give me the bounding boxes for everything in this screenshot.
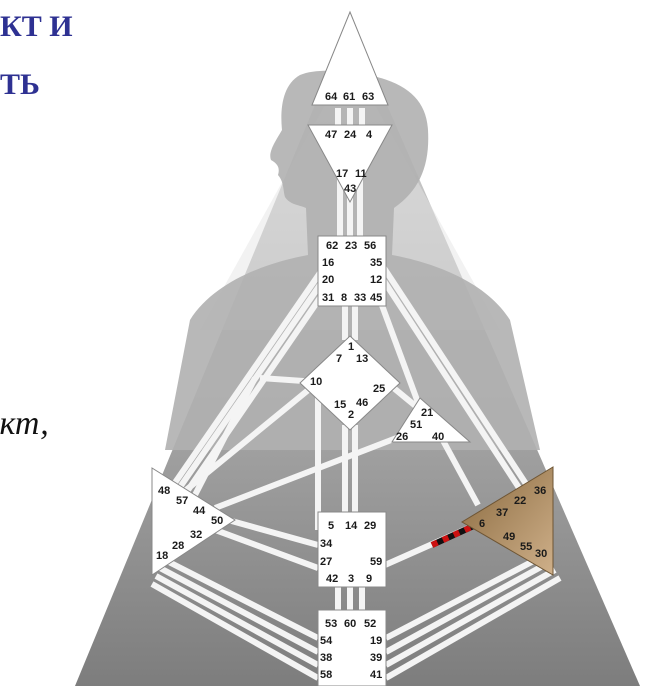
gate-24: 24 <box>344 129 357 141</box>
gate-40: 40 <box>432 431 444 443</box>
head-center <box>311 10 389 106</box>
gate-25: 25 <box>373 383 385 395</box>
gate-41: 41 <box>370 669 382 681</box>
ajna-center <box>307 124 393 204</box>
gate-4: 4 <box>366 129 373 141</box>
gate-31: 31 <box>322 292 334 304</box>
gate-39: 39 <box>370 652 382 664</box>
gate-16: 16 <box>322 257 334 269</box>
gate-43: 43 <box>344 183 356 195</box>
gate-50: 50 <box>211 515 223 527</box>
spleen-center <box>151 467 236 576</box>
gate-55: 55 <box>520 541 532 553</box>
gate-60: 60 <box>344 618 356 630</box>
gate-8: 8 <box>341 292 347 304</box>
gate-36: 36 <box>534 485 546 497</box>
gate-3: 3 <box>348 573 354 585</box>
gate-19: 19 <box>370 635 382 647</box>
gate-20: 20 <box>322 274 334 286</box>
gate-1: 1 <box>348 341 354 353</box>
gate-46: 46 <box>356 397 368 409</box>
gate-26: 26 <box>396 431 408 443</box>
gate-32: 32 <box>190 529 202 541</box>
gate-52: 52 <box>364 618 376 630</box>
slide-text-line-3: ікт, <box>0 405 49 442</box>
gate-30: 30 <box>535 548 547 560</box>
g-center <box>299 335 401 431</box>
gate-2: 2 <box>348 409 354 421</box>
gate-9: 9 <box>366 573 372 585</box>
activation-59-6-red <box>430 521 480 548</box>
gate-18: 18 <box>156 550 168 562</box>
gate-58: 58 <box>320 669 332 681</box>
gate-35: 35 <box>370 257 382 269</box>
gate-23: 23 <box>345 240 357 252</box>
gate-48: 48 <box>158 485 170 497</box>
gate-29: 29 <box>364 520 376 532</box>
gate-42: 42 <box>326 573 338 585</box>
gate-17: 17 <box>336 168 348 180</box>
gate-54: 54 <box>320 635 333 647</box>
gate-28: 28 <box>172 540 184 552</box>
solar-plexus-center <box>461 466 554 576</box>
gate-labels: 64 61 63 47 24 4 17 11 43 62 23 56 16 35… <box>156 91 547 681</box>
gate-14: 14 <box>345 520 358 532</box>
gate-21: 21 <box>421 407 433 419</box>
gate-11: 11 <box>355 168 367 180</box>
gate-64: 64 <box>325 91 338 103</box>
throat-center <box>317 235 387 307</box>
channels <box>150 108 562 681</box>
gate-27: 27 <box>320 556 332 568</box>
gate-15: 15 <box>334 399 346 411</box>
gate-47: 47 <box>325 129 337 141</box>
gate-49: 49 <box>503 531 515 543</box>
ego-center <box>391 397 472 443</box>
gate-34: 34 <box>320 538 333 550</box>
gate-33: 33 <box>354 292 366 304</box>
gate-51: 51 <box>410 419 422 431</box>
gate-38: 38 <box>320 652 332 664</box>
gate-13: 13 <box>356 353 368 365</box>
gate-6: 6 <box>479 518 485 530</box>
slide-text-line-1: КТ И <box>0 10 73 43</box>
gate-63: 63 <box>362 91 374 103</box>
gate-61: 61 <box>343 91 355 103</box>
slide-text-line-2: ТЬ <box>0 68 40 101</box>
gate-56: 56 <box>364 240 376 252</box>
gate-44: 44 <box>193 505 206 517</box>
gate-37: 37 <box>496 507 508 519</box>
gate-45: 45 <box>370 292 382 304</box>
gate-53: 53 <box>325 618 337 630</box>
sacral-center <box>317 511 387 588</box>
gate-5: 5 <box>328 520 334 532</box>
gate-22: 22 <box>514 495 526 507</box>
gate-12: 12 <box>370 274 382 286</box>
gate-7: 7 <box>336 353 342 365</box>
root-center <box>317 609 387 686</box>
gate-59: 59 <box>370 556 382 568</box>
gate-57: 57 <box>176 495 188 507</box>
gate-62: 62 <box>326 240 338 252</box>
gate-10: 10 <box>310 376 322 388</box>
